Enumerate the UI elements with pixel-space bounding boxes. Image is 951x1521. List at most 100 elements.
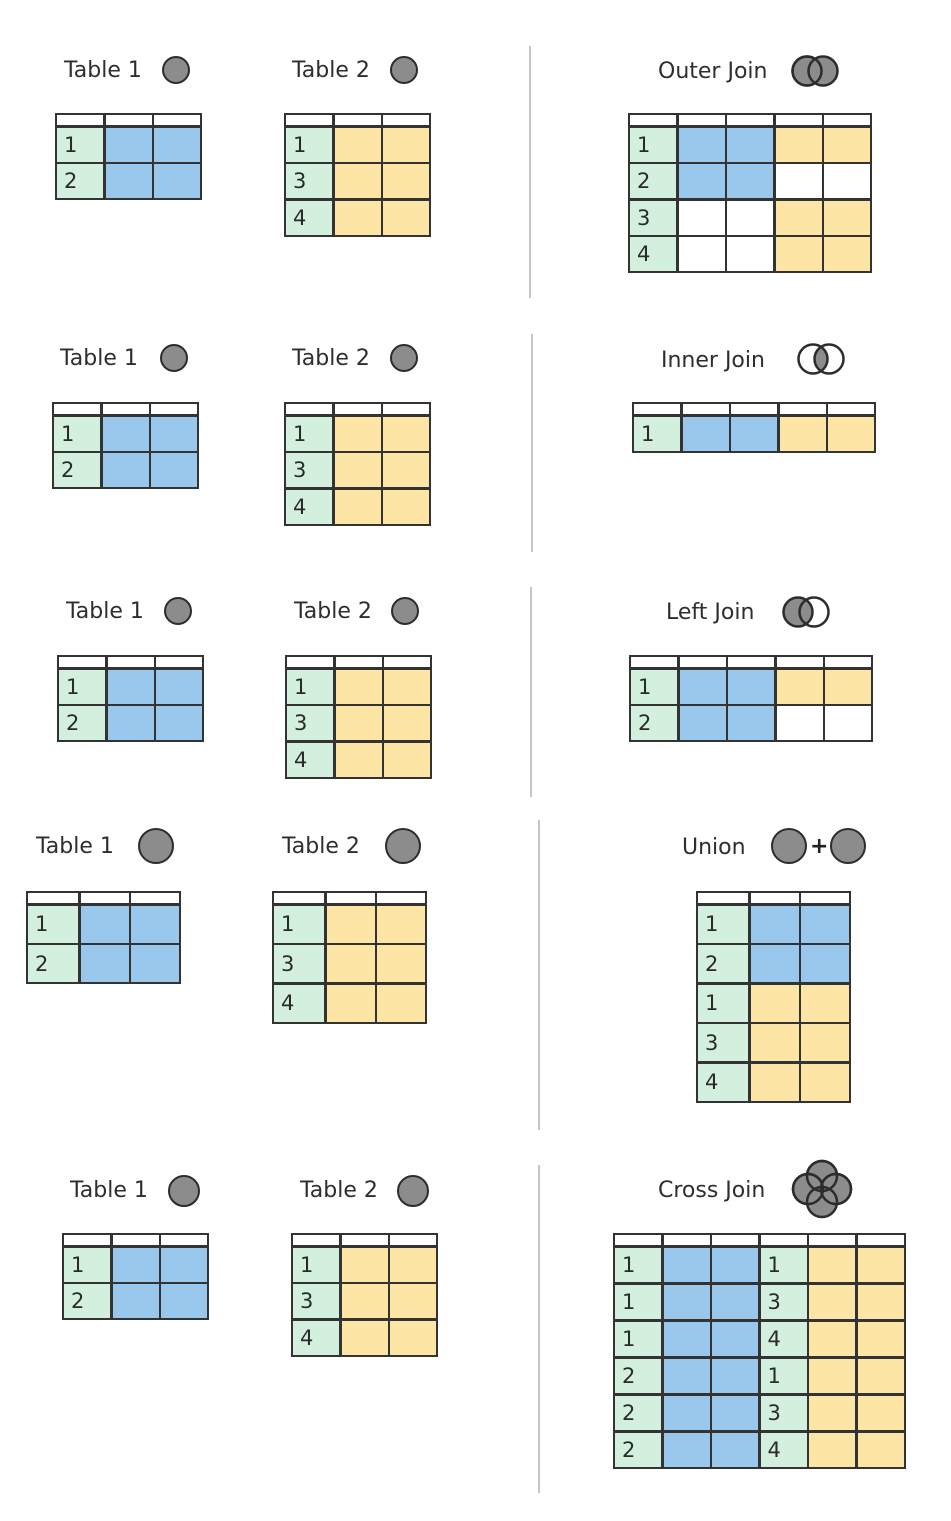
value-cell (857, 1395, 904, 1430)
value-cell (682, 416, 729, 451)
divider (529, 46, 531, 298)
table1-title: Table 1 (70, 1178, 148, 1203)
header-cell (274, 893, 324, 903)
header-cell (334, 404, 381, 414)
key-cell: 3 (760, 1284, 807, 1319)
table1-title: Table 1 (36, 834, 114, 859)
value-cell (156, 669, 202, 704)
value-cell (335, 742, 382, 777)
key-cell: 4 (274, 984, 324, 1022)
header-cell (383, 115, 429, 125)
value-cell (727, 127, 773, 162)
value-cell (383, 200, 429, 235)
value-cell (728, 706, 774, 740)
divider (538, 820, 540, 1130)
value-cell (727, 164, 773, 198)
key-cell: 1 (54, 416, 100, 451)
header-cell (631, 657, 677, 667)
value-cell (341, 1284, 388, 1318)
table1-title: Table 1 (64, 58, 142, 83)
key-cell: 1 (698, 905, 748, 943)
key-cell: 1 (64, 1247, 110, 1282)
value-cell (857, 1284, 904, 1319)
value-cell (809, 1358, 855, 1393)
table2-title: Table 2 (282, 834, 360, 859)
value-cell (154, 127, 200, 162)
key-cell: 2 (64, 1284, 110, 1318)
value-cell (334, 164, 381, 198)
table1-circle-icon (160, 344, 188, 372)
header-cell (712, 1235, 758, 1245)
value-cell (335, 706, 382, 740)
header-cell (64, 1235, 110, 1245)
value-cell (801, 905, 849, 943)
header-cell (377, 893, 425, 903)
value-cell (728, 669, 774, 704)
header-cell (679, 657, 726, 667)
value-cell (326, 984, 375, 1022)
value-cell (390, 1284, 436, 1318)
value-cell (750, 945, 799, 982)
key-cell: 2 (28, 945, 78, 982)
header-cell (131, 893, 179, 903)
key-cell: 2 (630, 164, 676, 198)
key-cell: 4 (293, 1320, 339, 1355)
header-cell (630, 115, 676, 125)
value-cell (105, 164, 152, 198)
value-cell (384, 669, 430, 704)
header-cell (102, 404, 149, 414)
value-cell (663, 1395, 710, 1430)
key-cell: 3 (760, 1395, 807, 1430)
key-cell: 1 (631, 669, 677, 704)
value-cell (776, 669, 823, 704)
header-cell (54, 404, 100, 414)
table2-circle-icon (390, 56, 418, 84)
header-cell (824, 115, 870, 125)
key-cell: 3 (286, 164, 332, 198)
key-cell: 3 (698, 1024, 748, 1061)
header-cell (615, 1235, 661, 1245)
key-cell: 3 (274, 945, 324, 982)
value-cell (809, 1284, 855, 1319)
value-cell (112, 1247, 159, 1282)
value-cell (326, 945, 375, 982)
key-cell: 2 (631, 706, 677, 740)
value-cell (377, 905, 425, 943)
value-cell (824, 237, 870, 271)
header-cell (156, 657, 202, 667)
header-cell (390, 1235, 436, 1245)
venn-intersection-icon (797, 343, 845, 375)
key-cell: 1 (615, 1247, 661, 1282)
key-cell: 4 (287, 742, 333, 777)
value-cell (750, 1024, 799, 1061)
value-cell (825, 706, 871, 740)
value-cell (377, 984, 425, 1022)
value-cell (341, 1320, 388, 1355)
table1-circle-icon (138, 828, 174, 864)
value-cell (679, 706, 726, 740)
divider (538, 1165, 540, 1493)
table1-circle-icon (164, 597, 192, 625)
value-cell (156, 706, 202, 740)
key-cell: 1 (630, 127, 676, 162)
value-cell (801, 1063, 849, 1101)
value-cell (775, 164, 822, 198)
key-cell: 4 (286, 200, 332, 235)
join-title: Union (682, 835, 746, 860)
value-cell (712, 1284, 758, 1319)
value-cell (663, 1432, 710, 1467)
header-cell (809, 1235, 855, 1245)
value-cell (383, 127, 429, 162)
header-cell (776, 657, 823, 667)
value-cell (824, 164, 870, 198)
